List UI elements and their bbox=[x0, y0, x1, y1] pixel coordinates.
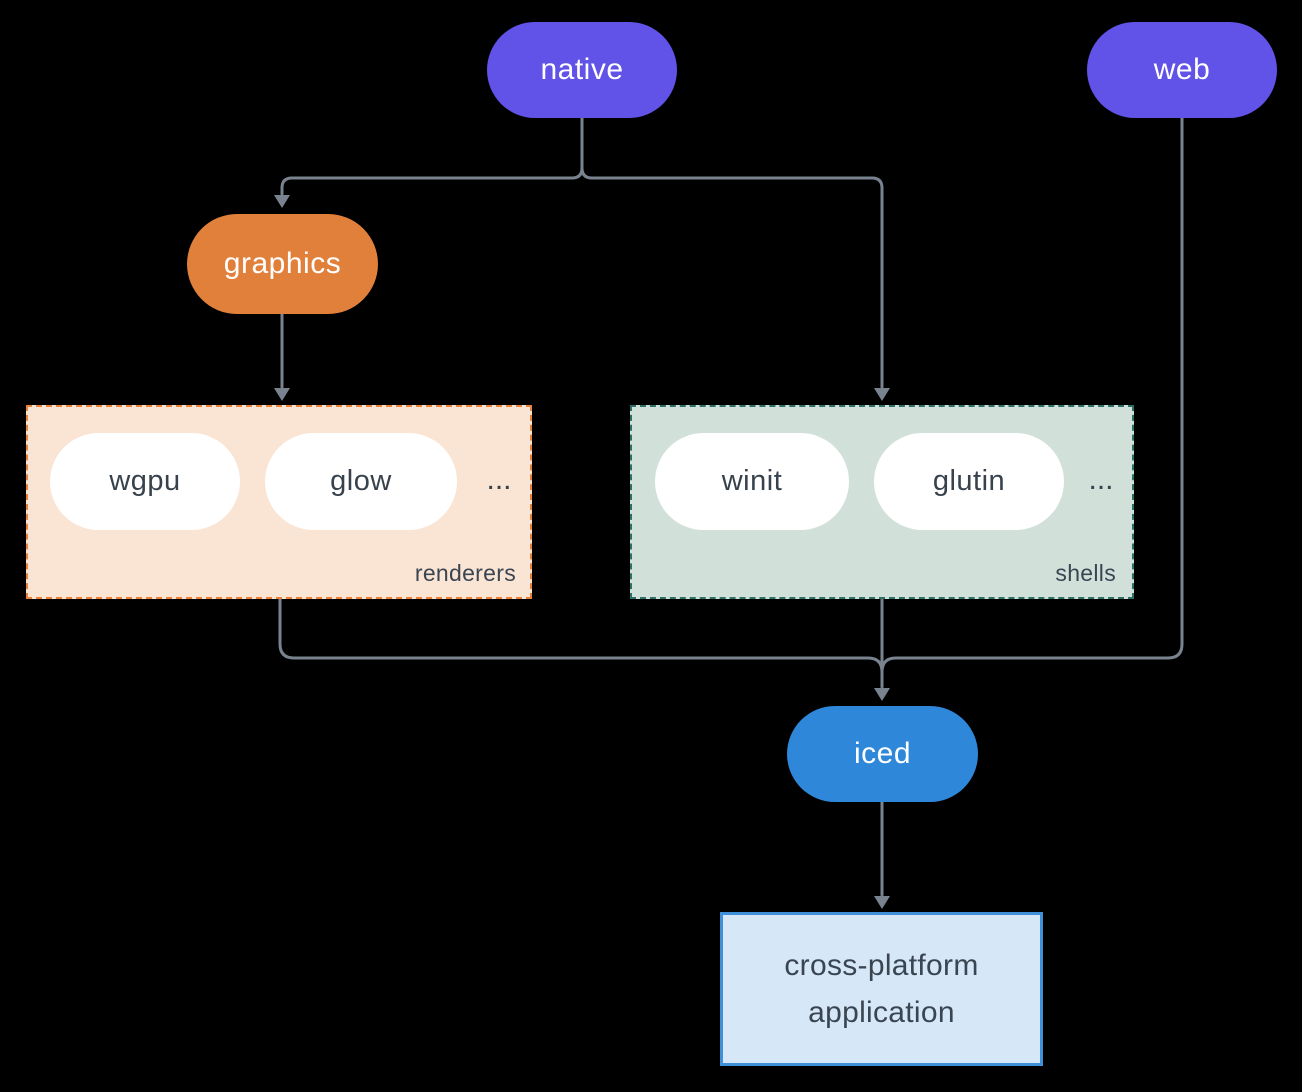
shells-group-label: shells bbox=[1055, 560, 1116, 586]
connector-native-to-shells bbox=[580, 116, 884, 389]
group-shells: winit glutin ... shells bbox=[630, 405, 1134, 599]
node-graphics-label: graphics bbox=[223, 247, 342, 280]
group-renderers: wgpu glow ... renderers bbox=[26, 405, 532, 599]
node-glow-label: glow bbox=[330, 465, 392, 497]
node-web: web bbox=[1087, 22, 1277, 118]
node-wgpu: wgpu bbox=[50, 433, 240, 530]
node-native: native bbox=[487, 22, 677, 118]
node-application-label-line2: application bbox=[808, 996, 955, 1029]
node-glow: glow bbox=[265, 433, 457, 530]
node-iced: iced bbox=[787, 706, 978, 802]
node-native-label: native bbox=[540, 53, 624, 86]
renderers-group-label: renderers bbox=[414, 560, 516, 586]
node-graphics: graphics bbox=[187, 214, 378, 314]
connector-web-to-iced bbox=[880, 116, 1184, 674]
node-wgpu-label: wgpu bbox=[109, 465, 181, 497]
node-glutin-label: glutin bbox=[932, 465, 1006, 497]
arrowhead-iced bbox=[874, 688, 890, 701]
arrowhead-shells bbox=[874, 388, 890, 401]
node-winit: winit bbox=[655, 433, 849, 530]
connector-renderers-to-iced bbox=[278, 597, 884, 674]
arrowhead-graphics bbox=[274, 195, 290, 208]
shells-ellipsis: ... bbox=[1088, 463, 1114, 496]
node-glutin: glutin bbox=[874, 433, 1064, 530]
arrowhead-application bbox=[874, 896, 890, 909]
node-application-label-line1: cross-platform bbox=[784, 949, 979, 982]
node-application: cross-platform application bbox=[720, 912, 1043, 1066]
node-web-label: web bbox=[1153, 53, 1211, 86]
node-iced-label: iced bbox=[853, 737, 912, 770]
renderers-ellipsis: ... bbox=[486, 463, 512, 496]
connector-native-to-graphics bbox=[280, 116, 584, 196]
node-winit-label: winit bbox=[721, 465, 783, 497]
arrowhead-renderers bbox=[274, 388, 290, 401]
